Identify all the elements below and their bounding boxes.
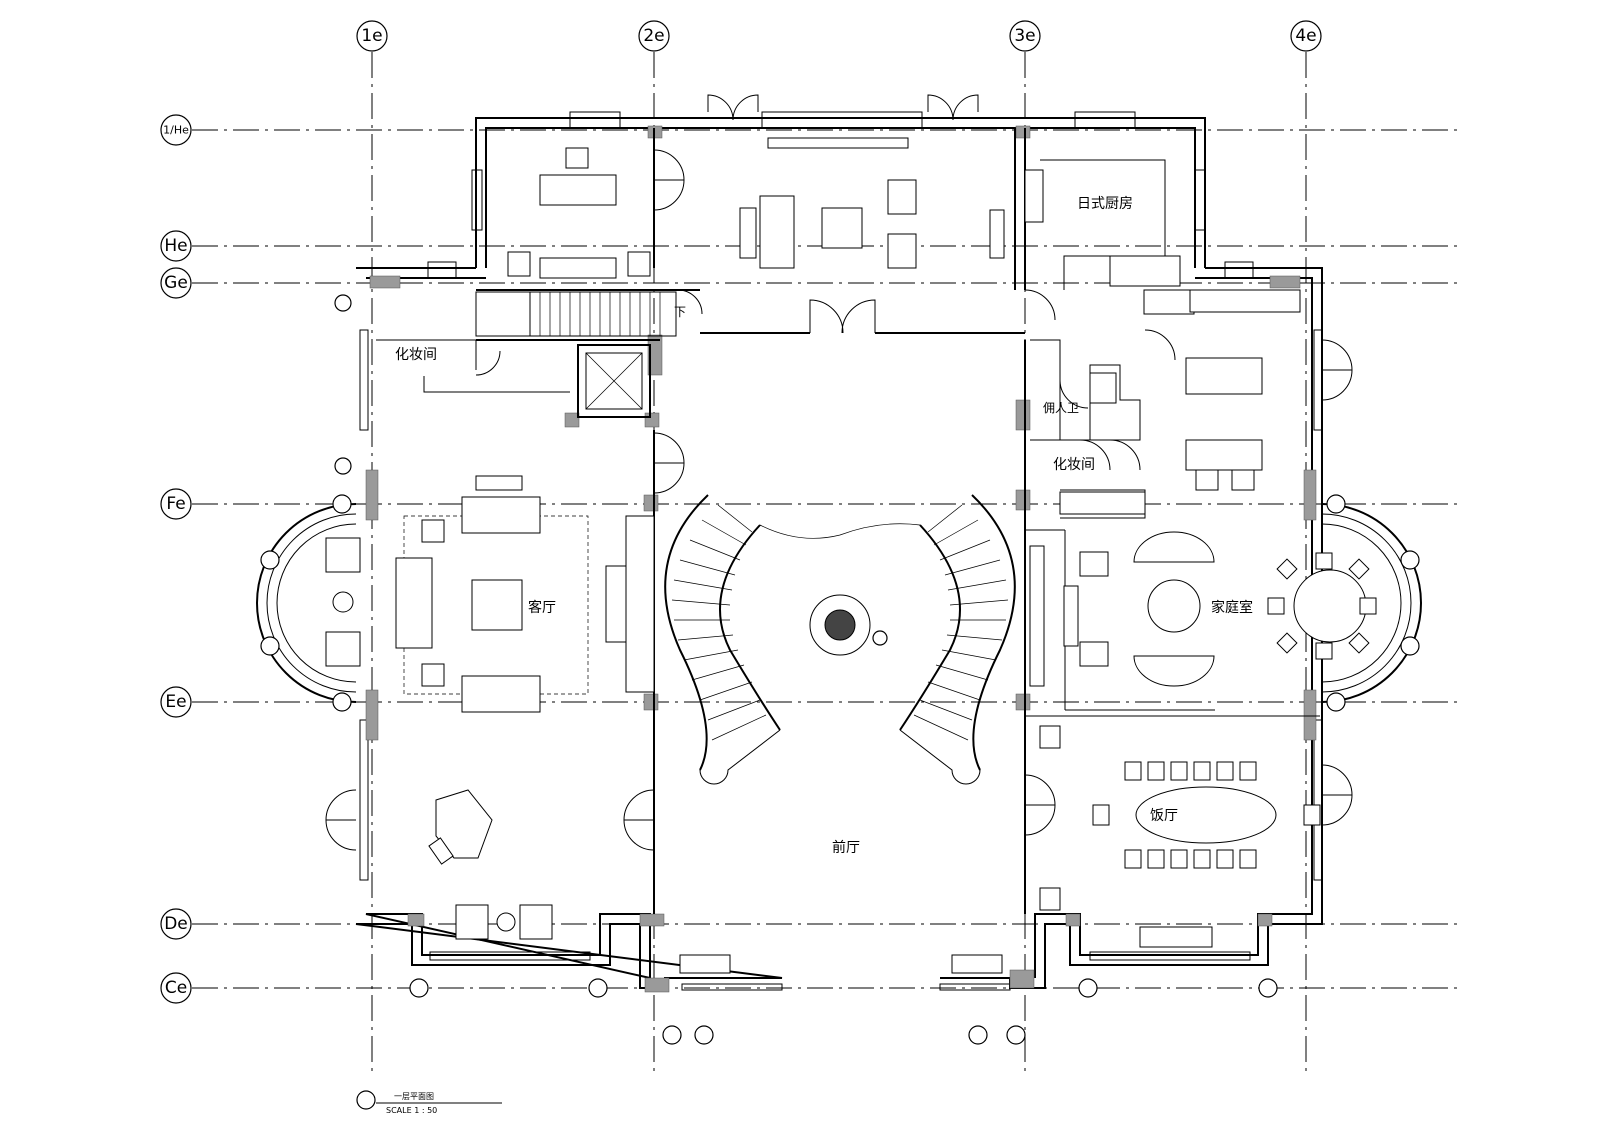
room-label-foyer: 前厅 xyxy=(832,839,860,856)
title-block: 一层平面图 SCALE 1 : 50 xyxy=(356,1090,502,1115)
svg-text:Ce: Ce xyxy=(165,978,187,998)
columns xyxy=(365,125,1317,993)
stair-treads xyxy=(539,292,661,336)
svg-text:4e: 4e xyxy=(1295,26,1316,46)
stair-down-label: 下 xyxy=(674,305,686,319)
east-wing-furniture xyxy=(605,255,1377,974)
room-label-powder-room-left: 化妆间 xyxy=(395,347,437,363)
svg-text:Ee: Ee xyxy=(165,692,186,712)
svg-text:1/He: 1/He xyxy=(163,124,189,137)
north-wing-furniture xyxy=(507,147,1044,279)
bottom-column-markers xyxy=(334,294,1278,1045)
svg-text:2e: 2e xyxy=(643,26,664,46)
svg-text:Ge: Ge xyxy=(164,273,188,293)
landing-curve xyxy=(759,523,921,539)
service-stair: 下 xyxy=(475,291,686,337)
svg-text:1e: 1e xyxy=(361,26,382,46)
center-planter xyxy=(809,594,888,656)
grand-stair-west xyxy=(664,494,781,785)
grid-bubble-3e: 3e xyxy=(1009,20,1041,52)
drawing-title: 一层平面图 xyxy=(394,1092,434,1101)
room-labels: 日式厨房 化妆间 客厅 家庭室 饭厅 前厅 化妆间 佣人卫 xyxy=(395,196,1253,856)
grid-bubble-fe: Fe xyxy=(160,488,192,520)
room-label-japanese-kitchen: 日式厨房 xyxy=(1077,196,1133,212)
bay-window-west xyxy=(256,494,357,712)
drawing-scale: SCALE 1 : 50 xyxy=(386,1106,437,1115)
grid-bubble-he: He xyxy=(160,230,192,262)
svg-text:De: De xyxy=(164,914,188,934)
room-label-family-room: 家庭室 xyxy=(1211,599,1253,616)
doors xyxy=(325,94,1353,851)
svg-text:He: He xyxy=(164,236,187,256)
grid-bubble-1-he: 1/He xyxy=(160,114,192,146)
room-label-dining-room: 饭厅 xyxy=(1150,808,1178,824)
grid-bubble-ce: Ce xyxy=(160,972,192,1004)
grid-bubble-1e: 1e xyxy=(356,20,388,52)
grid-bubble-ge: Ge xyxy=(160,267,192,299)
svg-text:3e: 3e xyxy=(1014,26,1035,46)
room-label-service-toilet: 佣人卫 xyxy=(1043,401,1079,415)
svg-text:Fe: Fe xyxy=(166,494,185,514)
piano xyxy=(428,789,493,865)
grand-stair-east xyxy=(899,494,1016,785)
grid-bubble-2e: 2e xyxy=(638,20,670,52)
grid-bubble-ee: Ee xyxy=(160,686,192,718)
room-label-living-room: 客厅 xyxy=(528,599,556,616)
grid-bubble-de: De xyxy=(160,908,192,940)
living-room-furniture xyxy=(325,475,589,940)
room-label-powder-room-right: 化妆间 xyxy=(1053,457,1095,473)
bay-window-east xyxy=(1321,494,1422,712)
grid-bubble-4e: 4e xyxy=(1290,20,1322,52)
